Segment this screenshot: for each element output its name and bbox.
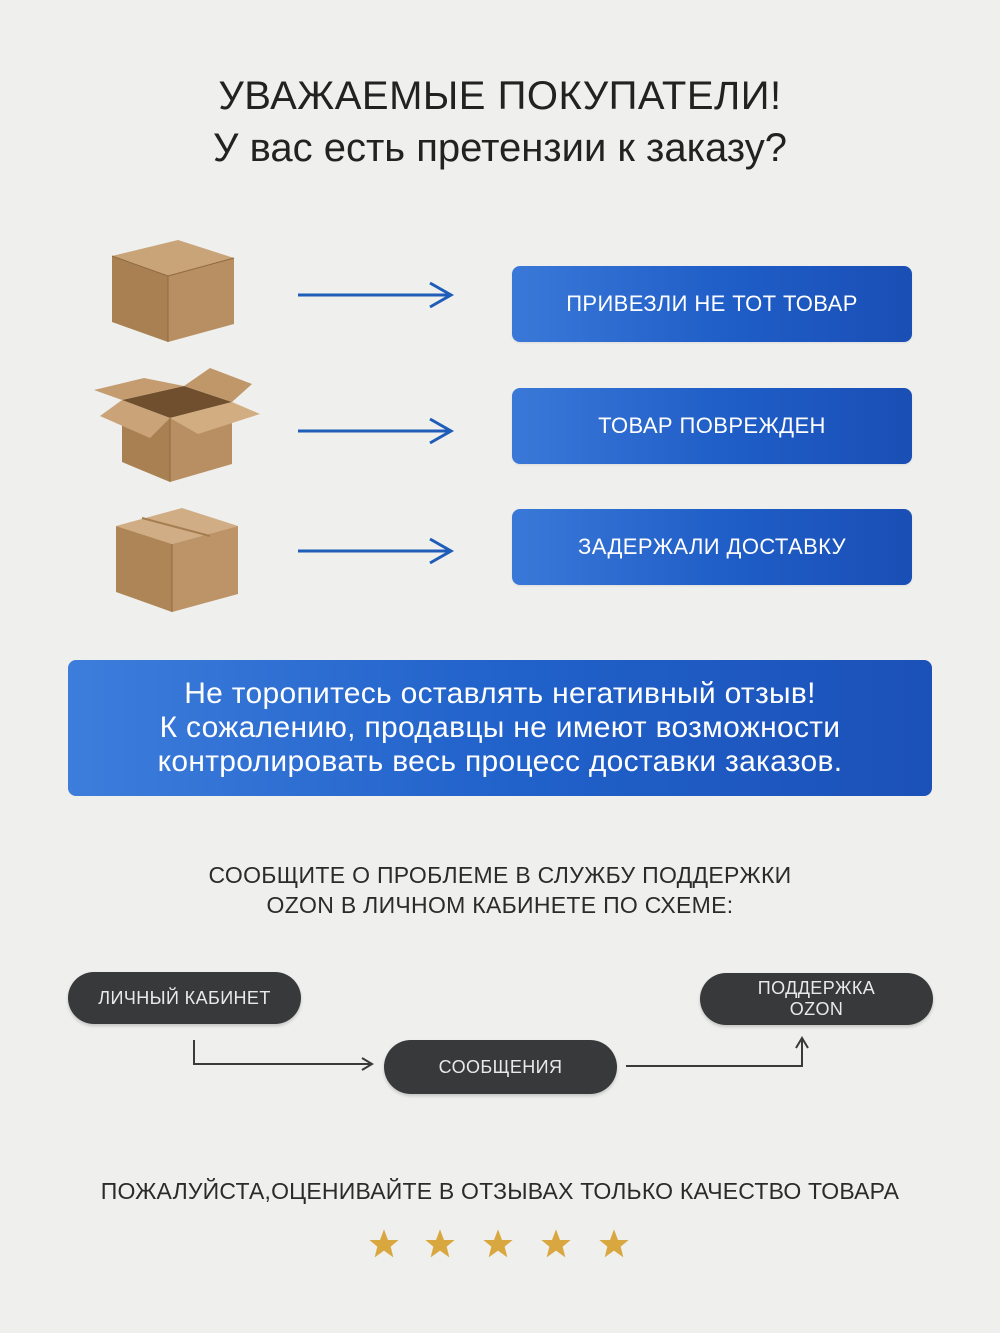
flow-step-label: OZON	[789, 999, 844, 1019]
footer-text: ПОЖАЛУЙСТА,ОЦЕНИВАЙТЕ В ОТЗЫВАХ ТОЛЬКО К…	[100, 1178, 900, 1204]
star-icon	[483, 1229, 513, 1258]
flow-step-support: ПОДДЕРЖКА OZON	[700, 973, 933, 1025]
issue-delayed: ЗАДЕРЖАЛИ ДОСТАВКУ	[512, 509, 912, 585]
flow-step-label: ПОДДЕРЖКА	[757, 978, 876, 998]
page-title: УВАЖАЕМЫЕ ПОКУПАТЕЛИ!	[218, 74, 782, 118]
notice-line: контролировать весь процесс доставки зак…	[157, 745, 843, 778]
star-icon	[369, 1229, 399, 1258]
flow-step-label: ЛИЧНЫЙ КАБИНЕТ	[98, 987, 271, 1008]
star-icon	[425, 1229, 455, 1258]
issue-label: ПРИВЕЗЛИ НЕ ТОТ ТОВАР	[566, 291, 858, 316]
flow-step-label: СООБЩЕНИЯ	[438, 1056, 563, 1077]
issue-damaged: ТОВАР ПОВРЕЖДЕН	[512, 388, 912, 464]
notice-banner: Не торопитесь оставлять негативный отзыв…	[68, 660, 932, 796]
star-icon	[541, 1229, 571, 1258]
closed-box-icon	[116, 508, 238, 612]
rating-stars	[0, 1228, 1000, 1268]
issue-label: ЗАДЕРЖАЛИ ДОСТАВКУ	[578, 534, 846, 559]
issue-wrong-item: ПРИВЕЗЛИ НЕ ТОТ ТОВАР	[512, 266, 912, 342]
notice-line: Не торопитесь оставлять негативный отзыв…	[184, 677, 816, 710]
arrow-right-icon	[298, 537, 455, 565]
instructions-line: СООБЩИТЕ О ПРОБЛЕМЕ В СЛУЖБУ ПОДДЕРЖКИ	[208, 862, 792, 888]
instructions-line: OZON В ЛИЧНОМ КАБИНЕТЕ ПО СХЕМЕ:	[266, 892, 734, 918]
closed-box-icon	[111, 240, 235, 342]
arrow-right-icon	[298, 281, 455, 309]
notice-line: К сожалению, продавцы не имеют возможнос…	[159, 711, 841, 744]
page-subtitle: У вас есть претензии к заказу?	[213, 126, 787, 170]
star-icon	[599, 1229, 629, 1258]
flow-step-messages: СООБЩЕНИЯ	[384, 1040, 617, 1094]
flow-step-account: ЛИЧНЫЙ КАБИНЕТ	[68, 972, 301, 1024]
arrow-right-icon	[298, 417, 455, 445]
issue-label: ТОВАР ПОВРЕЖДЕН	[598, 413, 826, 438]
open-box-icon	[94, 368, 260, 482]
